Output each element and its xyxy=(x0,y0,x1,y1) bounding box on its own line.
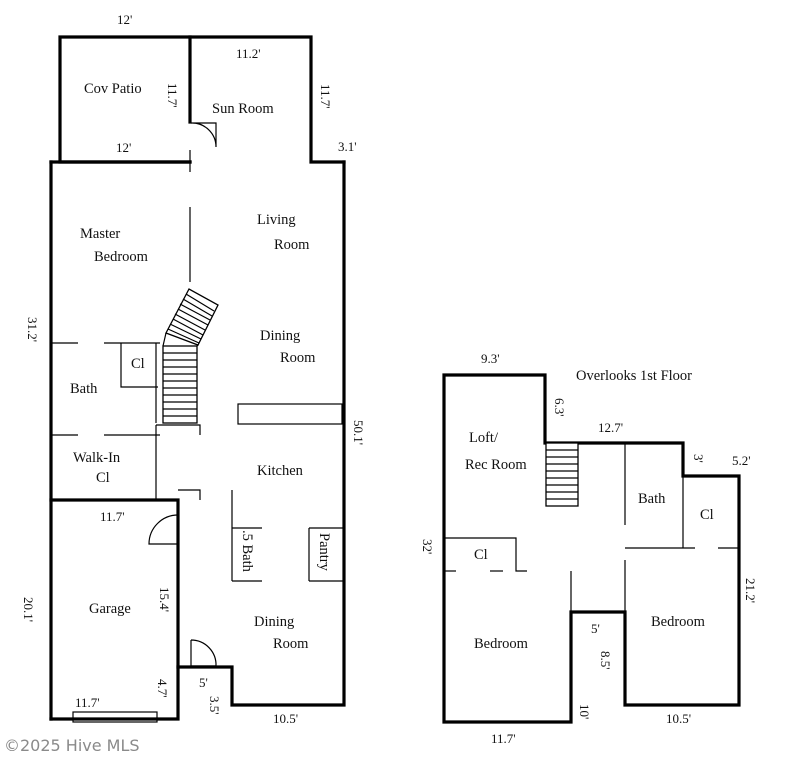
entry-door-icon xyxy=(190,639,217,667)
dim-sun-side: 11.7' xyxy=(318,84,333,109)
dim-small-step: 3' xyxy=(691,454,706,463)
dim-patio-top: 12' xyxy=(117,12,132,27)
closet-label: Cl xyxy=(131,356,145,372)
sunroom-door-icon xyxy=(190,122,217,148)
dim-loft-top: 9.3' xyxy=(481,351,500,366)
dim-garage-small: 4.7' xyxy=(155,679,170,698)
pantry-label: Pantry xyxy=(316,533,332,572)
walkin-closet-label-1: Walk-In xyxy=(73,450,121,466)
dim-patio-side: 11.7' xyxy=(165,83,180,108)
sun-room-label: Sun Room xyxy=(212,101,274,117)
upper-bath-label: Bath xyxy=(638,491,666,507)
overlooks-note: Overlooks 1st Floor xyxy=(576,368,692,384)
dim-step-width: 5' xyxy=(199,675,208,690)
dim-notch-depth: 8.5' xyxy=(598,651,613,670)
dim-notch-small: 10' xyxy=(577,704,592,719)
upper-stairs-icon xyxy=(545,442,579,507)
dim-upper-left-side: 32' xyxy=(420,539,435,554)
cov-patio-label: Cov Patio xyxy=(84,81,142,97)
second-floor-plan: Overlooks 1st Floor Loft/ Rec Room Bath … xyxy=(420,351,758,746)
half-bath-label: .5 Bath xyxy=(239,530,255,573)
dining-room-upper-label-1: Dining xyxy=(260,328,300,344)
garage-door-swing-icon xyxy=(148,514,179,545)
stairs-icon xyxy=(162,288,219,424)
loft-label-1: Loft/ xyxy=(469,430,499,446)
stair-landing xyxy=(156,424,201,435)
dim-garage-inner: 15.4' xyxy=(157,587,172,612)
second-floor-outer-walls xyxy=(442,373,741,724)
garage-door xyxy=(72,711,158,723)
living-room-label-1: Living xyxy=(257,212,296,228)
dim-right-side: 50.1' xyxy=(351,420,366,445)
closet-wall xyxy=(120,343,158,388)
upper-closet-right-label: Cl xyxy=(700,507,714,523)
dim-garage-bottom: 11.7' xyxy=(75,695,100,710)
dim-upper-bottom-right: 10.5' xyxy=(666,711,691,726)
garage-label: Garage xyxy=(89,601,131,617)
dim-step-depth: 3.5' xyxy=(207,696,222,715)
bedroom-right-label: Bedroom xyxy=(651,614,706,630)
dim-sun-top: 11.2' xyxy=(236,46,261,61)
master-bedroom-label-2: Bedroom xyxy=(94,249,149,265)
dim-left-side: 31.2' xyxy=(25,317,40,342)
living-room-label-2: Room xyxy=(274,237,310,253)
watermark: ©2025 Hive MLS xyxy=(4,736,140,755)
patio-sunroom-walls xyxy=(58,35,346,164)
dim-sun-step: 3.1' xyxy=(338,139,357,154)
dim-notch-width: 5' xyxy=(591,621,600,636)
left-closet-walls xyxy=(444,537,527,572)
walkin-closet-label-2: Cl xyxy=(96,470,110,486)
main-right-bottom-wall xyxy=(176,160,346,707)
first-floor-plan: Cov Patio Sun Room Living Room Master Be… xyxy=(21,12,366,726)
master-bedroom-label-1: Master xyxy=(80,226,120,242)
dim-patio-bottom: 12' xyxy=(116,140,131,155)
dim-right-top: 5.2' xyxy=(732,453,751,468)
dim-garage-side: 20.1' xyxy=(21,597,36,622)
kitchen-counter xyxy=(237,403,343,425)
dim-upper-right-side: 21.2' xyxy=(743,578,758,603)
dim-garage-top: 11.7' xyxy=(100,509,125,524)
kitchen-label: Kitchen xyxy=(257,463,304,479)
loft-label-2: Rec Room xyxy=(465,457,527,473)
dim-upper-bottom-left: 11.7' xyxy=(491,731,516,746)
upper-closet-left-label: Cl xyxy=(474,547,488,563)
dining-room-lower-label-1: Dining xyxy=(254,614,294,630)
dining-room-lower-label-2: Room xyxy=(273,636,309,652)
dim-loft-step: 6.3' xyxy=(552,398,567,417)
kitchen-jamb xyxy=(178,489,201,500)
bedroom-left-label: Bedroom xyxy=(474,636,529,652)
pantry-walls xyxy=(308,527,344,582)
dim-mid-top: 12.7' xyxy=(598,420,623,435)
dining-room-upper-label-2: Room xyxy=(280,350,316,366)
half-bath-walls xyxy=(231,490,262,582)
bath-label: Bath xyxy=(70,381,98,397)
dim-bottom: 10.5' xyxy=(273,711,298,726)
